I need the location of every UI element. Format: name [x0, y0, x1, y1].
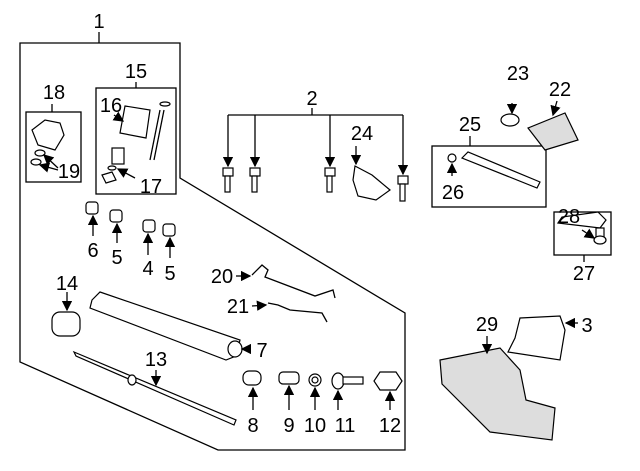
callout-20: 20 [211, 266, 233, 288]
callout-14: 14 [56, 273, 78, 295]
callout-19: 19 [58, 161, 80, 183]
cover-icon [352, 165, 391, 201]
bushing-icon [85, 201, 176, 258]
callout-5: 5 [111, 247, 122, 269]
tie-rod-icon [446, 151, 541, 189]
callout-2: 2 [306, 88, 317, 110]
valve-body-icon [30, 119, 65, 173]
callout-12: 12 [379, 415, 401, 437]
callout-9: 9 [283, 415, 294, 437]
seal-kit-icon [101, 101, 171, 184]
callout-18: 18 [43, 82, 65, 104]
assembly-box-1 [19, 42, 406, 451]
heat-shield-icon [439, 336, 556, 441]
callout-24: 24 [351, 123, 373, 145]
tie-rod-end-icon [556, 211, 607, 245]
small-parts-icon [242, 370, 403, 410]
callout-16: 16 [100, 95, 122, 117]
callout-15: 15 [125, 61, 147, 83]
boot-icon [500, 100, 579, 151]
callout-29: 29 [476, 314, 498, 336]
box-18 [25, 111, 82, 183]
callout-22: 22 [549, 79, 571, 101]
callout-28: 28 [558, 206, 580, 228]
bolt-bracket-2 [222, 108, 409, 176]
callout-3: 3 [581, 315, 592, 337]
callout-21: 21 [227, 296, 249, 318]
callout-10: 10 [304, 415, 326, 437]
callout-5: 5 [164, 263, 175, 285]
callout-1: 1 [93, 11, 104, 33]
callout-6: 6 [87, 240, 98, 262]
callout-27: 27 [573, 263, 595, 285]
mount-icon [507, 315, 578, 361]
callout-4: 4 [142, 258, 153, 280]
callout-8: 8 [247, 415, 258, 437]
callout-25: 25 [459, 114, 481, 136]
box-27 [553, 211, 612, 256]
bolt-icon [222, 167, 409, 202]
box-25 [431, 145, 547, 208]
callout-23: 23 [507, 63, 529, 85]
callout-26: 26 [442, 182, 464, 204]
callout-17: 17 [140, 176, 162, 198]
callout-11: 11 [335, 415, 356, 437]
pipe-icon [236, 264, 336, 323]
callout-7: 7 [256, 340, 267, 362]
rack-housing-icon [51, 291, 252, 426]
callout-13: 13 [145, 349, 167, 371]
